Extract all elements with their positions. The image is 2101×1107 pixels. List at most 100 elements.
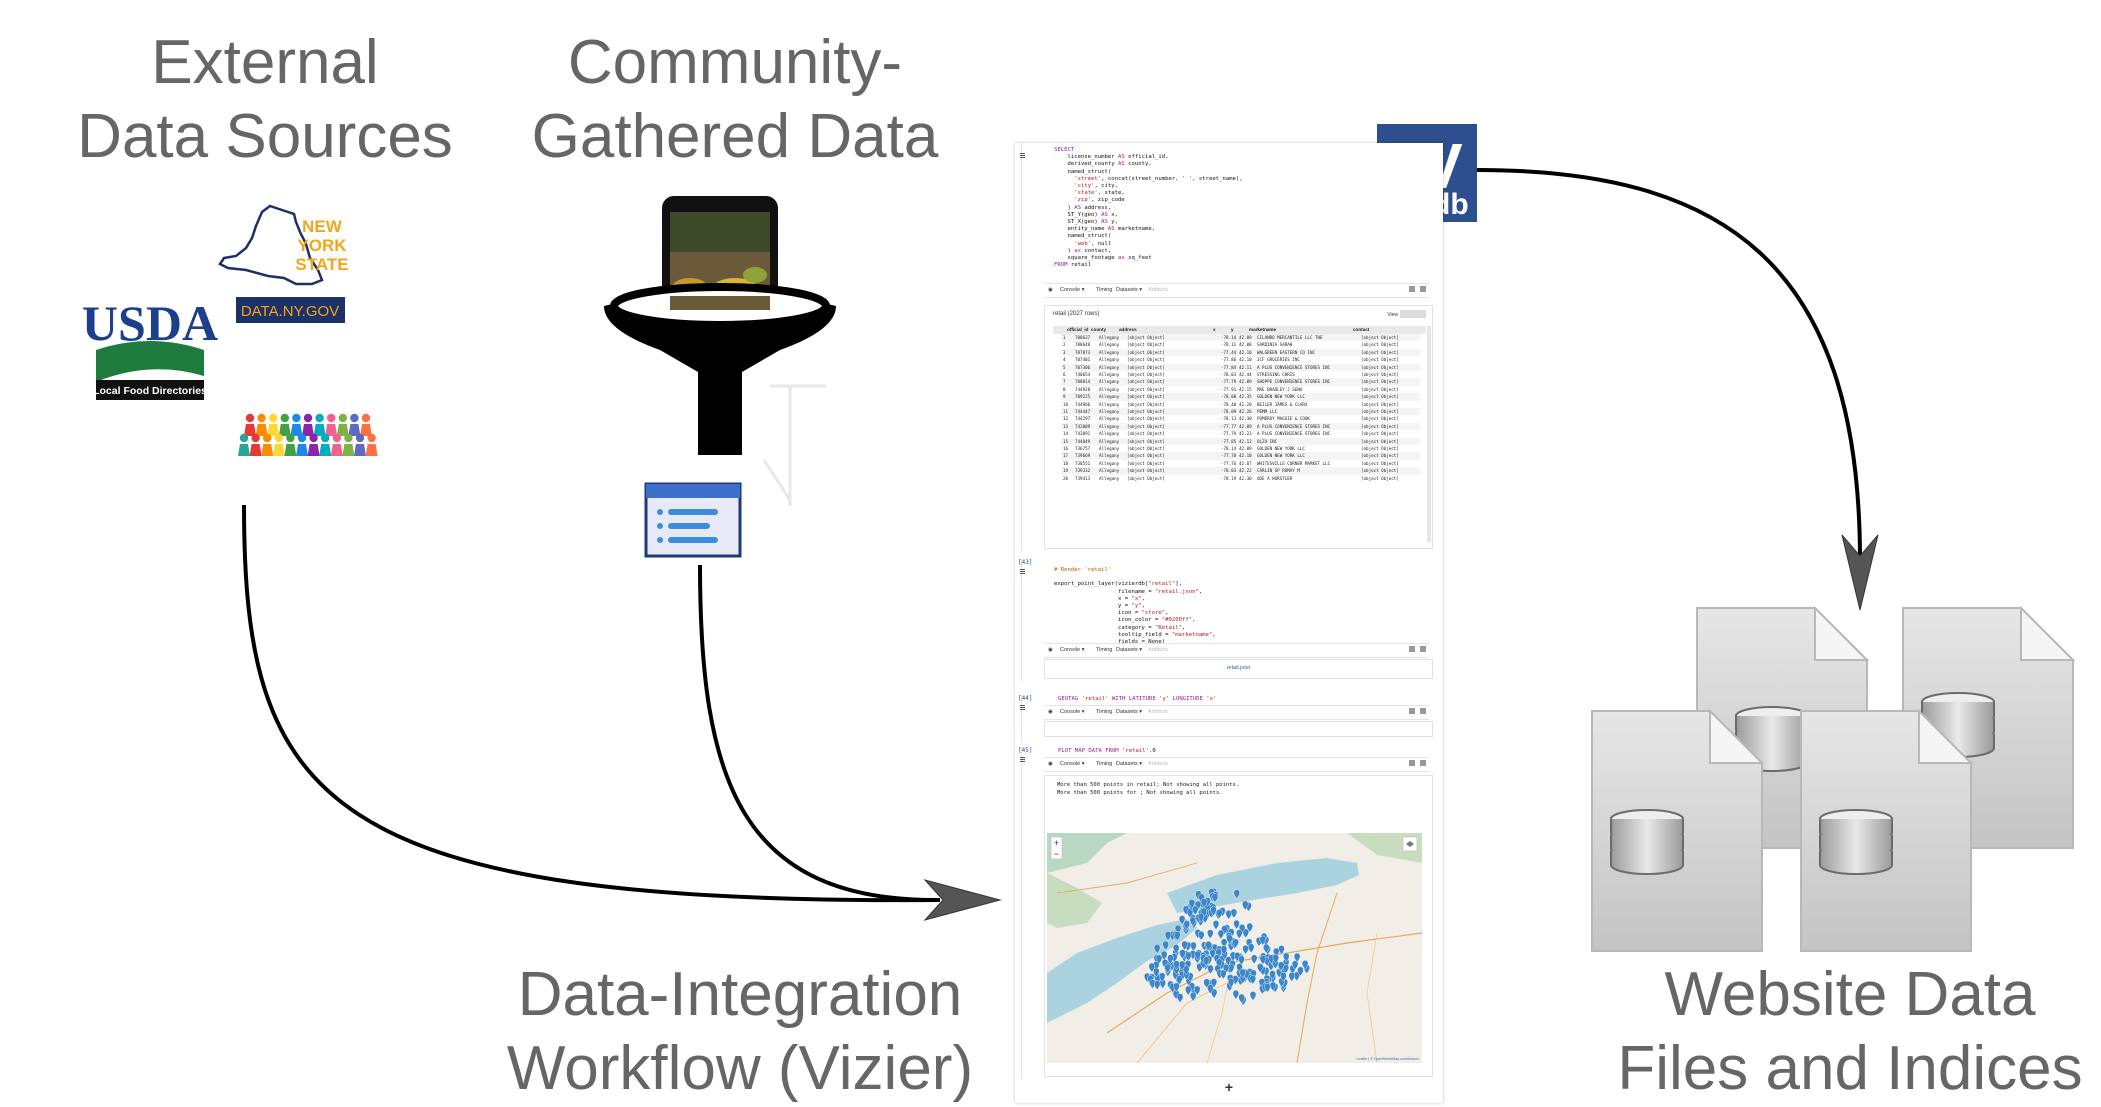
eye-icon[interactable]: ◉ bbox=[1048, 647, 1053, 653]
map-marker[interactable] bbox=[1203, 956, 1210, 967]
map-marker[interactable] bbox=[1185, 951, 1192, 962]
map-marker[interactable] bbox=[1211, 893, 1219, 903]
map-marker[interactable] bbox=[1283, 952, 1290, 963]
add-cell-button[interactable]: + bbox=[1224, 1079, 1234, 1095]
map-marker[interactable] bbox=[1210, 988, 1218, 999]
map-marker[interactable] bbox=[1301, 960, 1309, 970]
eye-icon[interactable]: ◉ bbox=[1048, 709, 1053, 715]
edit-icon[interactable] bbox=[1409, 646, 1415, 652]
column-header[interactable]: official_id bbox=[1067, 327, 1089, 332]
column-header[interactable]: marketname bbox=[1249, 327, 1277, 332]
map-marker[interactable] bbox=[1246, 922, 1253, 933]
plot-map-code[interactable]: PLOT MAP DATA FROM 'retail'.0 bbox=[1058, 748, 1156, 755]
map-markers[interactable] bbox=[1143, 888, 1310, 1006]
map-marker[interactable] bbox=[1203, 978, 1210, 989]
delete-icon[interactable] bbox=[1420, 708, 1426, 714]
map-marker[interactable] bbox=[1153, 944, 1161, 954]
map-marker[interactable] bbox=[1247, 943, 1255, 953]
geotag-code[interactable]: GEOTAG 'retail' WITH LATITUDE 'y' LONGIT… bbox=[1058, 696, 1216, 703]
map-marker[interactable] bbox=[1172, 944, 1180, 954]
map-marker[interactable] bbox=[1232, 990, 1240, 1000]
view-toggle[interactable] bbox=[1400, 310, 1426, 318]
map-marker[interactable] bbox=[1178, 960, 1186, 971]
column-header[interactable]: address bbox=[1119, 327, 1137, 332]
map-marker[interactable] bbox=[1200, 898, 1208, 908]
map-marker[interactable] bbox=[1173, 982, 1180, 993]
delete-icon[interactable] bbox=[1420, 286, 1426, 292]
zoom-in-button[interactable]: + bbox=[1054, 838, 1059, 848]
map-marker[interactable] bbox=[1189, 916, 1197, 927]
datasets-button[interactable]: Datasets ▾ bbox=[1116, 287, 1142, 293]
map-marker[interactable] bbox=[1181, 940, 1188, 951]
map-marker[interactable] bbox=[1183, 965, 1190, 975]
map-marker[interactable] bbox=[1198, 930, 1205, 941]
map-marker[interactable] bbox=[1264, 983, 1271, 993]
output-link[interactable]: retail.json bbox=[1226, 665, 1251, 671]
map-marker[interactable] bbox=[1190, 991, 1197, 1002]
view-label[interactable]: View bbox=[1387, 312, 1398, 318]
map-marker[interactable] bbox=[1232, 938, 1239, 949]
python-code[interactable]: # Render 'retail' export_point_layer(viz… bbox=[1054, 567, 1216, 646]
console-button[interactable]: Console ▾ bbox=[1060, 709, 1085, 715]
map-marker[interactable] bbox=[1176, 975, 1183, 985]
map-marker[interactable] bbox=[1263, 943, 1270, 954]
map-marker[interactable] bbox=[1164, 963, 1171, 974]
map-marker[interactable] bbox=[1176, 993, 1184, 1003]
map-marker[interactable] bbox=[1259, 935, 1266, 946]
map-marker[interactable] bbox=[1282, 964, 1290, 974]
map-marker[interactable] bbox=[1238, 993, 1245, 1004]
map-marker[interactable] bbox=[1242, 945, 1249, 955]
map-marker[interactable] bbox=[1190, 941, 1197, 952]
map-marker[interactable] bbox=[1233, 889, 1240, 899]
map-marker[interactable] bbox=[1277, 961, 1285, 971]
map-marker[interactable] bbox=[1174, 931, 1181, 941]
map-marker[interactable] bbox=[1216, 909, 1223, 919]
console-button[interactable]: Console ▾ bbox=[1060, 287, 1085, 293]
map-marker[interactable] bbox=[1225, 910, 1232, 920]
map-marker[interactable] bbox=[1164, 931, 1172, 941]
map-marker[interactable] bbox=[1242, 928, 1249, 939]
map-marker[interactable] bbox=[1220, 938, 1228, 949]
notebook-cell-python[interactable]: [43] # Render 'retail' export_point_laye… bbox=[1018, 559, 1437, 681]
map-marker[interactable] bbox=[1173, 960, 1180, 970]
map-marker[interactable] bbox=[1291, 960, 1299, 970]
cell-menu-icon[interactable] bbox=[1020, 705, 1025, 710]
map-marker[interactable] bbox=[1269, 981, 1277, 992]
column-header[interactable]: x bbox=[1213, 327, 1216, 332]
map-marker[interactable] bbox=[1220, 969, 1227, 980]
console-button[interactable]: Console ▾ bbox=[1060, 761, 1085, 767]
map-marker[interactable] bbox=[1297, 966, 1304, 977]
map-marker[interactable] bbox=[1249, 991, 1257, 1001]
map-marker[interactable] bbox=[1269, 970, 1276, 980]
map-marker[interactable] bbox=[1217, 929, 1225, 940]
eye-icon[interactable]: ◉ bbox=[1048, 287, 1053, 293]
timing-button[interactable]: Timing bbox=[1096, 761, 1113, 767]
datasets-button[interactable]: Datasets ▾ bbox=[1116, 761, 1142, 767]
map-marker[interactable] bbox=[1193, 985, 1201, 996]
map-marker[interactable] bbox=[1242, 900, 1249, 911]
map-marker[interactable] bbox=[1288, 972, 1295, 982]
map-marker[interactable] bbox=[1259, 955, 1267, 965]
map-marker[interactable] bbox=[1257, 963, 1264, 973]
map-marker[interactable] bbox=[1230, 908, 1238, 919]
map-marker[interactable] bbox=[1227, 963, 1235, 974]
cell-menu-icon[interactable] bbox=[1020, 153, 1025, 158]
edit-icon[interactable] bbox=[1409, 708, 1415, 714]
map-marker[interactable] bbox=[1272, 954, 1279, 964]
edit-icon[interactable] bbox=[1409, 286, 1415, 292]
map-marker[interactable] bbox=[1227, 978, 1235, 988]
cell-menu-icon[interactable] bbox=[1020, 569, 1025, 574]
map-marker[interactable] bbox=[1167, 954, 1174, 964]
map-marker[interactable] bbox=[1212, 920, 1220, 930]
map-marker[interactable] bbox=[1197, 912, 1205, 923]
map-marker[interactable] bbox=[1205, 941, 1212, 951]
column-header[interactable]: contact bbox=[1353, 327, 1370, 332]
map-attribution[interactable]: Leaflet | © OpenStreetMap contributors bbox=[1356, 1057, 1419, 1061]
map-marker[interactable] bbox=[1238, 955, 1245, 965]
datasets-button[interactable]: Datasets ▾ bbox=[1116, 647, 1142, 653]
cell-menu-icon[interactable] bbox=[1020, 757, 1025, 762]
table-scrollbar[interactable] bbox=[1427, 326, 1431, 542]
notebook-cell-geotag[interactable]: [44] GEOTAG 'retail' WITH LATITUDE 'y' L… bbox=[1018, 695, 1437, 741]
column-header[interactable]: county bbox=[1091, 327, 1107, 332]
map-marker[interactable] bbox=[1293, 952, 1301, 963]
